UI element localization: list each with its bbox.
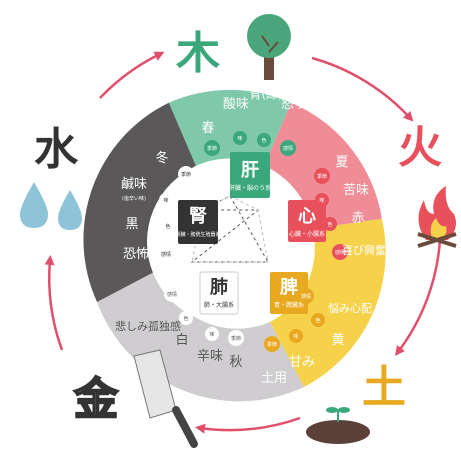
wood-season-badge: 季節 [207, 145, 217, 152]
water-color-badge: 色 [165, 223, 170, 230]
fire-attributes: 季節 味 色 感情 夏 苦味 赤 喜び興奮 [314, 155, 386, 260]
ring-segments [83, 89, 386, 402]
tree-icon [247, 14, 291, 80]
wood-color-badge: 色 [261, 137, 266, 144]
earth-taste: 甘み [289, 355, 315, 370]
organ-heart: 心 心臓・小腸系 [288, 200, 326, 242]
element-water: 水 [34, 124, 79, 175]
earth-season-badge: 季節 [267, 341, 277, 348]
organ-spleen-name: 脾 [280, 276, 298, 298]
flame-icon [417, 186, 457, 248]
organ-spleen-sub: 胃・脾臓系 [274, 301, 304, 309]
fire-season: 夏 [335, 155, 348, 170]
organ-lung-sub: 肺・大腸系 [204, 301, 234, 309]
earth-emotion: 悩み心配 [328, 301, 372, 315]
water-attributes: 季節 味 色 感情 冬 鹹味 (塩辛い味) 黒 恐怖 [121, 150, 194, 262]
metal-emotion-badge: 感情 [167, 291, 177, 298]
metal-color: 白 [175, 332, 188, 348]
metal-emotion: 悲しみ孤独感 [115, 319, 181, 333]
organ-heart-name: 心 [298, 206, 316, 227]
arrow-metal-to-water [44, 255, 64, 351]
segment-wood [168, 89, 292, 166]
element-earth: 土 [362, 362, 406, 413]
water-season-badge: 季節 [181, 171, 191, 178]
wood-taste-badge: 味 [237, 135, 242, 142]
metal-taste: 辛味 [197, 349, 223, 364]
water-taste-badge: 味 [163, 197, 168, 204]
wood-attributes: 季節 味 色 感情 春 酸味 青(緑) 怒り [201, 86, 307, 156]
segment-fire [264, 102, 382, 229]
water-taste-note: (塩辛い味) [122, 195, 146, 202]
arrow-water-to-wood [99, 51, 165, 99]
earth-emotion-badge: 感情 [301, 293, 311, 300]
element-metal: 金 [73, 374, 119, 425]
water-color: 黒 [125, 217, 138, 232]
wood-emotion-badge: 感情 [283, 145, 293, 152]
water-emotion: 恐怖 [123, 246, 149, 262]
arrow-fire-to-earth [394, 239, 442, 356]
water-season: 冬 [155, 150, 168, 166]
wood-color: 青(緑) [249, 86, 282, 101]
fire-emotion-badge: 感情 [335, 249, 345, 256]
earth-attributes: 感情 色 味 季節 悩み心配 黄 甘み 土用 [261, 288, 372, 386]
wood-season: 春 [201, 121, 214, 136]
organ-lung: 肺 肺・大腸系 [199, 271, 239, 315]
earth-season: 土用 [261, 371, 287, 386]
fire-emotion: 喜び興奮 [342, 243, 386, 257]
organ-spleen: 脾 胃・脾臓系 [270, 272, 308, 314]
arrow-wood-to-fire [311, 56, 414, 122]
water-drops-icon [20, 182, 82, 230]
organ-kidney: 腎 腎臓・膀胱生殖器系 [175, 200, 221, 244]
arrow-earth-to-metal [195, 416, 301, 434]
metal-season: 秋 [229, 355, 242, 370]
segment-earth [270, 218, 386, 387]
earth-taste-badge: 味 [293, 333, 298, 340]
wood-taste: 酸味 [223, 97, 249, 112]
element-wood: 木 [176, 28, 220, 79]
saw-icon [133, 349, 198, 448]
organ-kidney-sub: 腎臓・膀胱生殖器系 [175, 231, 220, 238]
wood-emotion: 怒り [281, 97, 307, 112]
metal-season-badge: 季節 [231, 335, 241, 342]
fire-color: 赤 [351, 211, 364, 226]
earth-color: 黄 [331, 333, 344, 348]
element-fire: 火 [398, 122, 442, 173]
organ-liver-sub: 肝臓・脳のう系 [229, 184, 271, 192]
sprout-icon [306, 407, 370, 444]
water-emotion-badge: 感情 [161, 251, 171, 258]
organ-kidney-name: 腎 [189, 206, 207, 227]
segment-water [83, 102, 196, 302]
water-taste: 鹹味 [121, 176, 147, 192]
fire-taste: 苦味 [343, 182, 369, 198]
metal-taste-badge: 味 [209, 331, 214, 338]
metal-color-badge: 色 [183, 315, 188, 322]
earth-color-badge: 色 [315, 317, 320, 324]
fire-taste-badge: 味 [319, 197, 324, 204]
fire-season-badge: 季節 [317, 173, 327, 180]
metal-attributes: 感情 色 味 季節 悲しみ孤独感 白 辛味 秋 [115, 286, 244, 370]
organ-heart-sub: 心臓・小腸系 [289, 230, 325, 238]
organ-liver-name: 肝 [241, 160, 259, 181]
organ-lung-name: 肺 [210, 277, 228, 298]
cycle-arrows [44, 51, 442, 434]
fire-color-badge: 色 [327, 221, 332, 228]
organ-liver: 肝 肝臓・脳のう系 [229, 152, 271, 198]
